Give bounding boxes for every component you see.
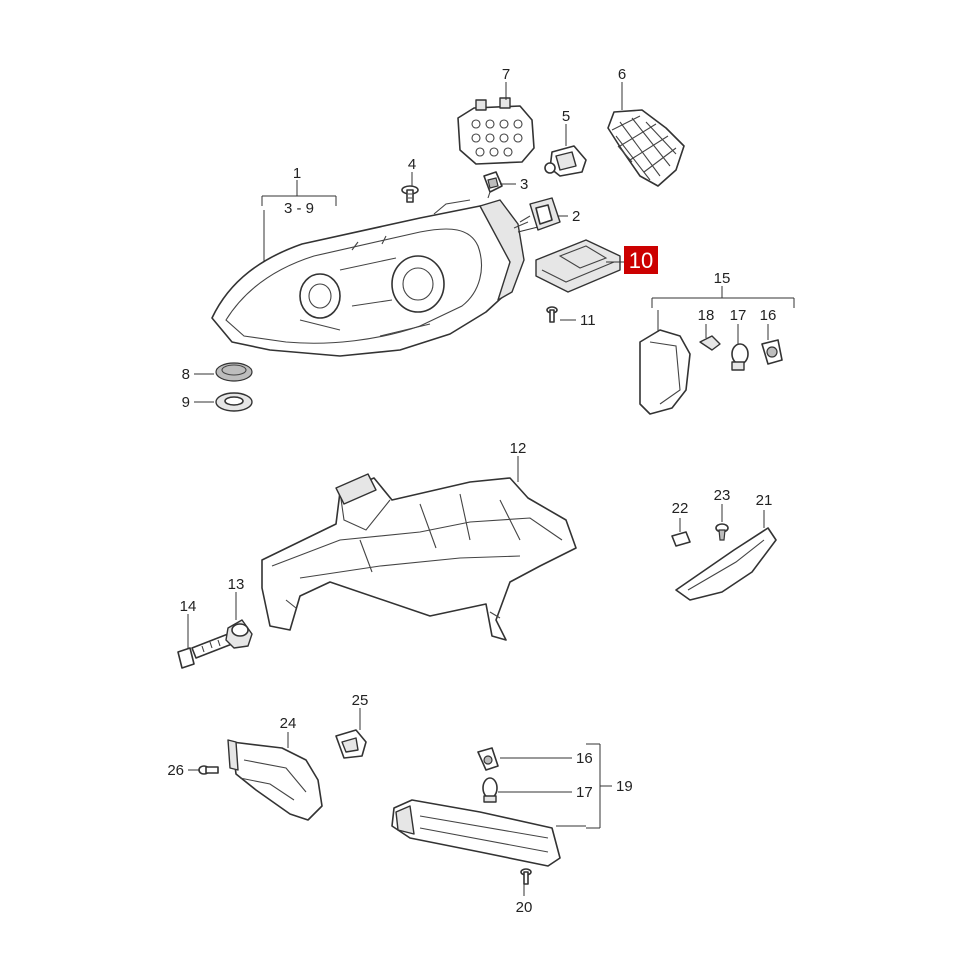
bulb-holder-part-2[interactable] [513, 197, 561, 231]
label-14: 14 [180, 598, 197, 615]
cover-part-6[interactable] [607, 109, 685, 187]
label-17-upper: 17 [730, 307, 747, 324]
label-25: 25 [352, 692, 369, 709]
screw-part-11[interactable] [546, 306, 558, 323]
label-5: 5 [562, 108, 570, 125]
label-4: 4 [408, 156, 416, 173]
label-20: 20 [516, 899, 533, 916]
screw-part-23[interactable] [715, 523, 729, 541]
control-unit-part-10[interactable] [535, 239, 621, 293]
label-13: 13 [228, 576, 245, 593]
label-19: 19 [616, 778, 633, 795]
socket-part-16-lower[interactable] [477, 747, 499, 771]
label-7: 7 [502, 66, 510, 83]
label-9: 9 [182, 394, 190, 411]
label-6: 6 [618, 66, 626, 83]
screw-part-4[interactable] [401, 185, 419, 203]
highlighted-part-10[interactable]: 10 [624, 246, 658, 274]
part-labels: 1 3 - 9 2 3 4 5 6 7 8 9 10 11 12 13 14 1… [167, 66, 776, 916]
socket-part-16-upper[interactable] [761, 339, 783, 365]
label-3: 3 [520, 176, 528, 193]
label-10: 10 [629, 248, 653, 273]
bulb-part-17-upper[interactable] [731, 343, 749, 371]
label-11: 11 [580, 312, 596, 329]
seal-part-8[interactable] [215, 362, 253, 382]
bracket-part-12[interactable] [261, 473, 577, 641]
label-15: 15 [714, 270, 731, 287]
socket-part-3[interactable] [483, 171, 503, 199]
screw-part-20[interactable] [520, 868, 532, 885]
label-18: 18 [698, 307, 715, 324]
label-8: 8 [182, 366, 190, 383]
side-marker-assembly-part-15[interactable] [639, 329, 691, 415]
label-23: 23 [714, 487, 731, 504]
side-lamp-part-21[interactable] [675, 527, 777, 601]
bulb-part-5[interactable] [544, 145, 587, 177]
daytime-light-assembly-part-19[interactable] [391, 799, 561, 867]
label-21: 21 [756, 492, 773, 509]
label-1-range: 3 - 9 [284, 200, 314, 217]
headlight-assembly[interactable] [211, 199, 551, 357]
screw-part-26[interactable] [198, 765, 219, 775]
label-12: 12 [510, 440, 527, 457]
bulb-part-18[interactable] [699, 335, 721, 351]
fog-lamp-housing-part-24[interactable] [227, 739, 323, 821]
grommet-part-9[interactable] [215, 392, 253, 412]
label-16-upper: 16 [760, 307, 777, 324]
bushing-part-13[interactable] [225, 619, 253, 649]
label-26: 26 [167, 762, 184, 779]
bulb-part-25[interactable] [335, 729, 367, 759]
label-24: 24 [280, 715, 297, 732]
label-1: 1 [293, 165, 301, 182]
bulb-part-22[interactable] [671, 531, 691, 547]
label-17-lower: 17 [576, 784, 593, 801]
label-16-lower: 16 [576, 750, 593, 767]
highlight-box [624, 246, 658, 274]
bulb-part-17-lower[interactable] [482, 777, 498, 803]
cap-part-7[interactable] [457, 97, 535, 165]
bolt-part-14[interactable] [177, 633, 233, 669]
label-22: 22 [672, 500, 689, 517]
leader-lines [187, 82, 795, 896]
label-2: 2 [572, 208, 580, 225]
